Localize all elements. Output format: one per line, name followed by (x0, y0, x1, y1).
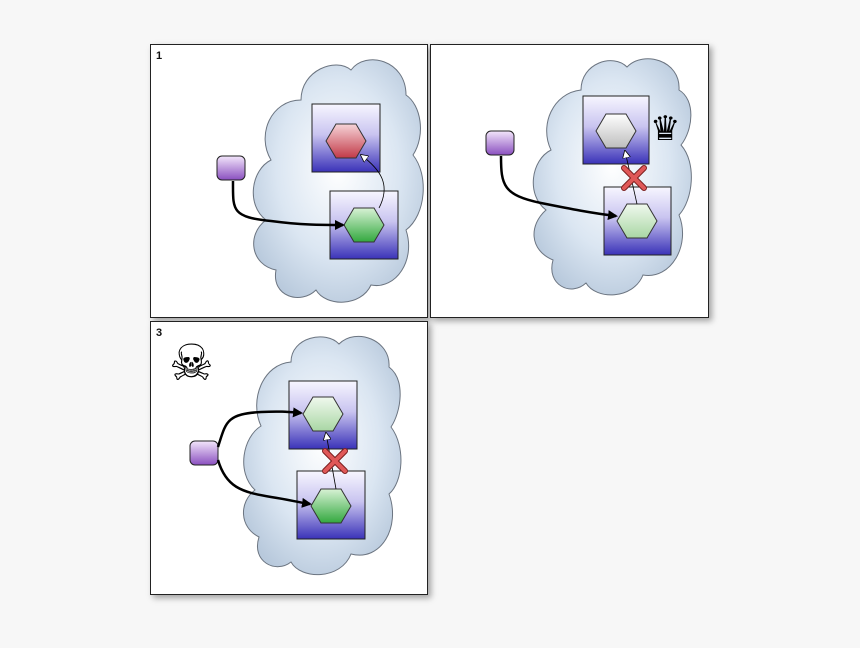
client-cylinder (485, 130, 515, 156)
hexagon-green (310, 488, 352, 524)
client-cylinder (189, 440, 219, 466)
client-arrow-bottom (216, 459, 312, 508)
client-arrow (231, 180, 345, 230)
panel-number: 1 (156, 50, 163, 62)
panel-2: ♛ (430, 44, 709, 318)
cloud-shape (532, 58, 692, 296)
skull-crossbones-icon: ☠ (169, 334, 214, 392)
panel-2-diagram (485, 58, 692, 296)
replication-arrow (361, 155, 385, 209)
panel-3: 3 ☠ (150, 321, 428, 595)
panel-1-diagram (216, 59, 424, 303)
hexagon-pale-green (302, 396, 344, 432)
cloud-shape (252, 59, 424, 303)
red-x-icon (621, 165, 647, 191)
red-x-icon (322, 448, 348, 474)
panel-3-diagram (189, 335, 402, 575)
panel-number: 3 (156, 327, 163, 339)
hexagon-green (343, 207, 385, 243)
hexagon-gray (595, 113, 637, 149)
client-arrow (499, 155, 618, 221)
panel-1: 1 (150, 44, 428, 318)
queen-crown-icon: ♛ (650, 109, 681, 149)
client-arrow-top (216, 407, 303, 448)
client-cylinder (216, 155, 246, 181)
hexagon-pale-green (616, 203, 658, 239)
hexagon-red (325, 123, 367, 159)
